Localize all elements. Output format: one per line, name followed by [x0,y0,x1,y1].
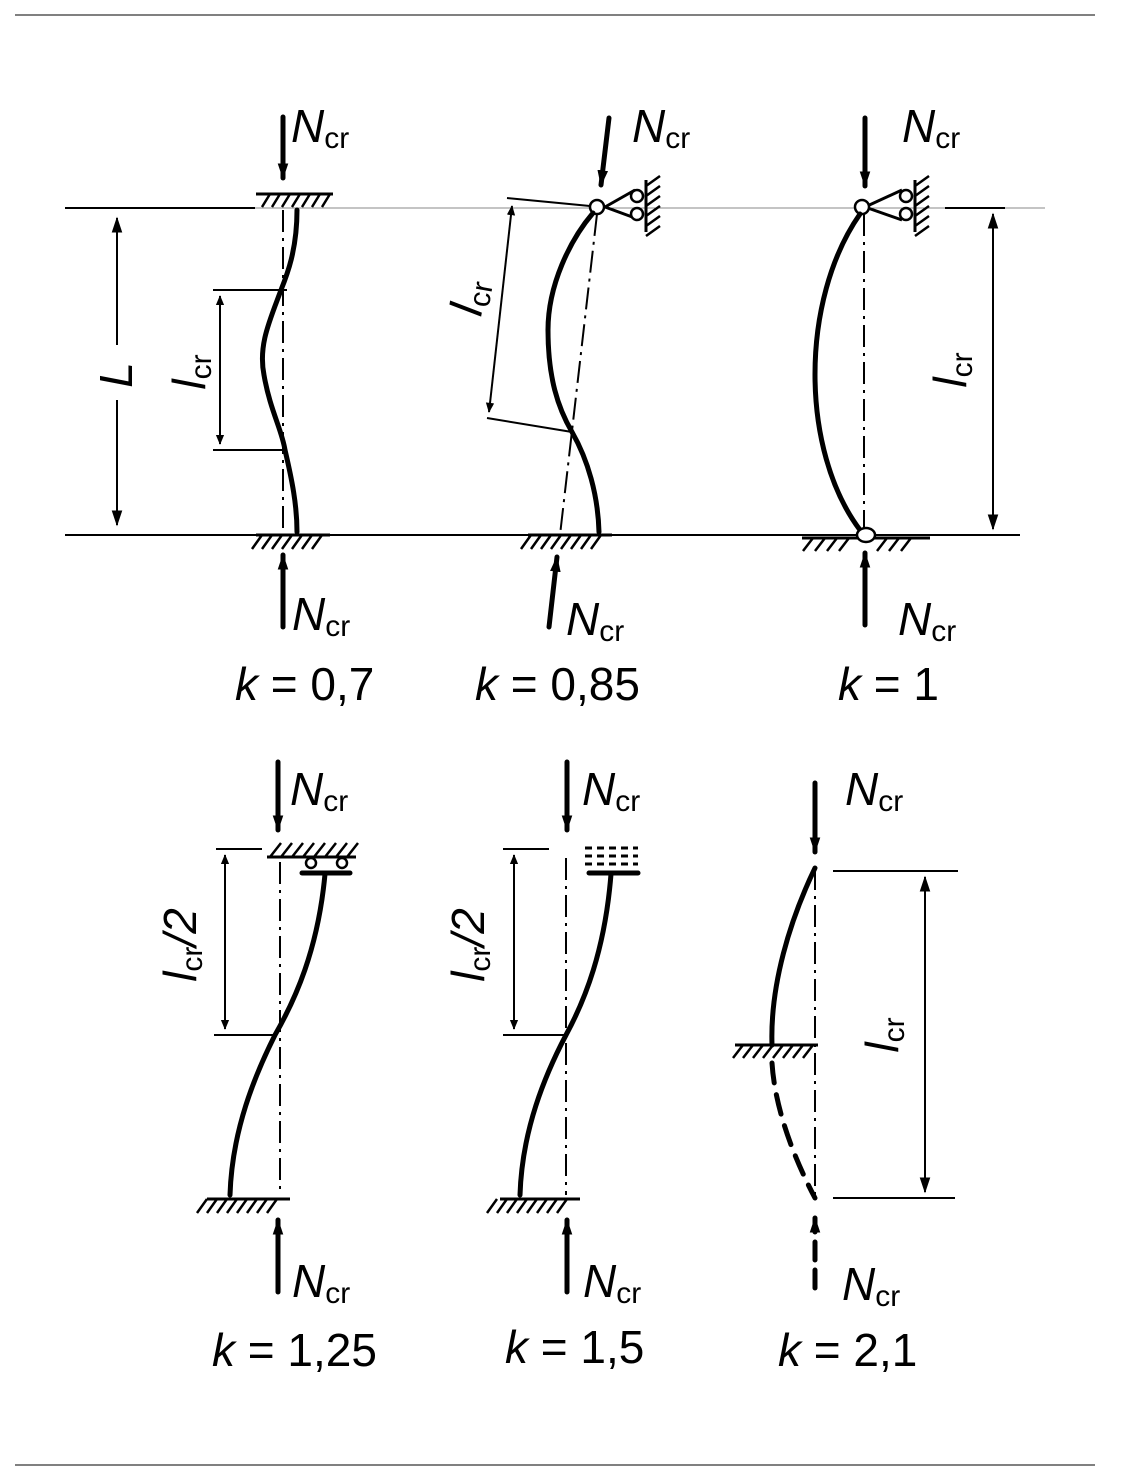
case-cantilever-middle: Ncr lcr Ncr k = 2,1 [732,763,958,1376]
top-load-label: Ncr [291,100,349,155]
bottom-fixed-support [195,1197,290,1214]
k-value-label: k = 0,85 [475,658,640,710]
k-value-label: k = 1,5 [505,1321,644,1373]
k-value-label: k = 0,7 [235,658,374,710]
bottom-load-label: Ncr [842,1258,900,1313]
buckling-length-label: lcr [440,275,500,319]
top-guided-support [585,846,641,876]
bottom-pin-support [802,526,930,552]
buckling-length-label: lcr [856,1017,911,1052]
top-load-label: Ncr [845,763,903,818]
bottom-load-label: Ncr [898,593,956,648]
buckling-length-dimension: lcr [163,289,287,451]
case-fixed-sliding-top: Ncr lcr/2 Ncr k = 1,25 [154,759,377,1376]
top-load-arrow [597,115,612,188]
bottom-fixed-support [519,533,612,550]
top-load-label: Ncr [290,763,348,818]
top-load-label: Ncr [902,100,960,155]
bottom-load-arrow [546,554,561,630]
k-value-label: k = 2,1 [778,1324,917,1376]
half-buckling-length-dimension: lcr/2 [442,848,566,1036]
case-fixed-elastic-top: Ncr lcr/2 Ncr k = 1,5 [442,759,644,1373]
half-buckling-length-label: lcr/2 [442,908,497,982]
k-value-label: k = 1 [838,658,939,710]
top-fixed-support [256,192,333,208]
half-buckling-length-dimension: lcr/2 [154,848,276,1036]
top-load-label: Ncr [582,763,640,818]
k-value-label: k = 1,25 [212,1324,377,1376]
buckling-length-label: lcr [163,354,218,389]
overall-length-dimension: L [90,216,142,527]
middle-fixed-support [732,1043,818,1059]
top-load-label: Ncr [632,100,690,155]
bottom-load-label: Ncr [566,593,624,648]
top-pin [853,198,871,216]
half-buckling-length-label: lcr/2 [154,908,209,982]
bottom-load-label: Ncr [292,588,350,643]
buckled-column [769,865,818,1048]
case-pinned-pinned: Ncr lcr Ncr k = 1 [802,100,1005,710]
buckling-length-label: lcr [924,352,979,387]
length-label: L [90,362,142,388]
top-roller-pin-support [853,174,930,238]
case-fixed-fixed: Ncr lcr Ncr k = 0,7 [163,100,374,710]
bottom-load-label: Ncr [583,1255,641,1310]
bottom-pin [855,526,877,544]
bottom-load-label: Ncr [292,1255,350,1310]
buckled-column [812,211,863,533]
buckling-length-dimension: lcr [440,197,591,433]
bottom-fixed-support [485,1197,580,1214]
mirrored-buckled-shape [769,1060,818,1201]
buckled-column [259,207,300,535]
buckling-length-dimension: lcr [924,207,1005,531]
bottom-fixed-support [250,533,330,550]
column-axis [559,213,598,536]
buckling-length-dimension: lcr [833,870,958,1199]
case-fixed-pinned: Ncr lcr Ncr k = 0,85 [440,100,691,710]
buckled-column [545,210,602,535]
